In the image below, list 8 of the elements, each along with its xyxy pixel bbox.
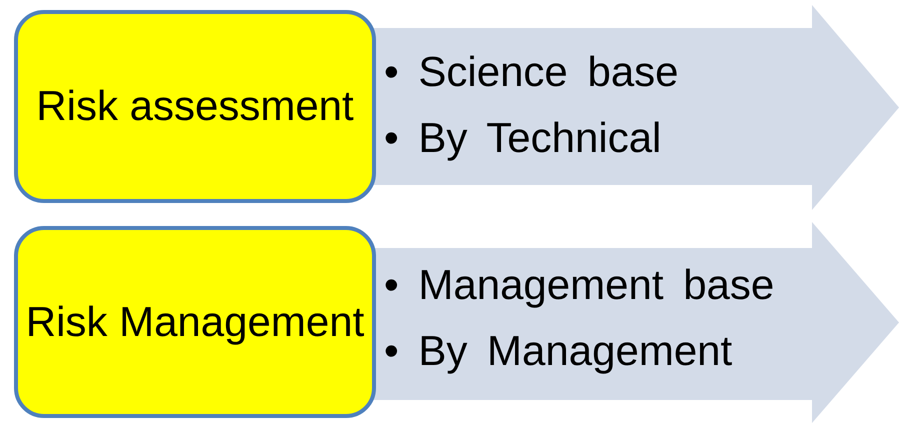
- process-box: [14, 10, 376, 203]
- bullet-item: • By Management: [384, 326, 732, 376]
- bullet-item: • Science base: [384, 47, 679, 97]
- box-title: Risk Management: [26, 296, 364, 347]
- bullet-item: • Management base: [384, 260, 774, 310]
- process-box: [14, 226, 376, 418]
- box-title: Risk assessment: [36, 81, 354, 132]
- bullet-item: • By Technical: [384, 113, 662, 163]
